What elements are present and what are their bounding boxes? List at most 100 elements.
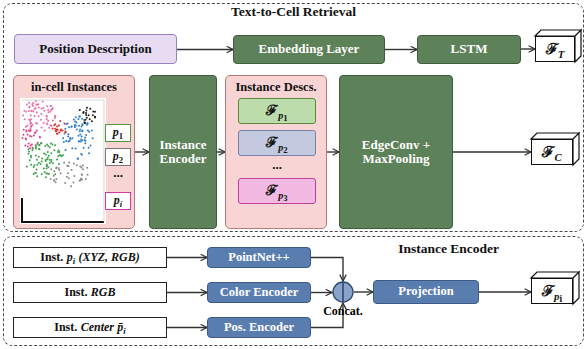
descriptor-box: ℱp3 <box>238 178 316 204</box>
node-label: in-cell Instances <box>31 80 117 94</box>
process-box: PointNet++ <box>207 247 311 268</box>
node-label: 1 <box>283 113 287 123</box>
node-text: Concat. <box>323 305 363 318</box>
node-text: Instance Descs. <box>226 81 326 95</box>
input-box: Inst.Centerp̄i <box>13 317 167 338</box>
node-label: Concat. <box>323 304 363 318</box>
arrow-connector <box>311 258 343 282</box>
process-box: Color Encoder <box>207 282 311 303</box>
node-label: p <box>113 149 119 163</box>
node-label: Inst. <box>64 285 87 299</box>
input-box: Inst. RGB <box>13 282 167 303</box>
concat-symbol <box>332 281 354 303</box>
node-label: 3 <box>283 193 287 203</box>
node-text: PointNet++ <box>228 251 289 265</box>
node-label: LSTM <box>451 41 488 56</box>
node-text: Instance Encoder <box>150 138 216 167</box>
arrow-connector <box>453 151 531 152</box>
node-text: ℱC <box>542 144 561 161</box>
instance-panel: in-cell Instancesp1p2pi... <box>13 75 135 229</box>
instance-tag: p1 <box>105 124 131 142</box>
ellipsis-label: ... <box>105 165 131 181</box>
output-cube: ℱpi <box>531 278 573 304</box>
node-label: (XYZ, RGB) <box>78 250 139 264</box>
process-box: EdgeConv + MaxPooling <box>339 75 453 229</box>
process-box: LSTM <box>417 35 521 64</box>
node-label: p <box>554 290 559 302</box>
node-text: ℱp2 <box>266 135 287 150</box>
node-text: Instance Encoder <box>398 242 499 257</box>
node-label: i <box>123 326 125 336</box>
node-label: Instance Descs. <box>235 80 316 94</box>
arrow-connector <box>217 151 225 152</box>
node-text: ℱpi <box>542 283 562 300</box>
node-text: Embedding Layer <box>259 42 360 56</box>
node-label: ℱ <box>266 103 278 118</box>
process-box: Projection <box>373 280 479 304</box>
node-label: Text-to-Cell Retrieval <box>231 4 356 19</box>
node-text: LSTM <box>451 42 488 56</box>
node-label: i <box>73 256 75 266</box>
node-label: PointNet++ <box>228 250 289 264</box>
node-text: Position Description <box>39 42 151 56</box>
node-text: Inst.pi(XYZ, RGB) <box>40 251 139 264</box>
node-text: ℱp3 <box>266 183 287 198</box>
arrow-connector <box>521 48 535 49</box>
concat-node: Concat. <box>332 281 354 303</box>
arrow-connector <box>311 292 332 293</box>
arrow-connector <box>327 151 339 152</box>
process-box: Instance Encoder <box>149 75 217 229</box>
node-label: Instance Encoder <box>398 241 499 256</box>
input-box: Inst.pi(XYZ, RGB) <box>13 247 167 268</box>
node-text: in-cell Instances <box>14 81 134 95</box>
output-cube: ℱC <box>531 139 573 165</box>
node-label: 1 <box>119 131 123 141</box>
node-text: EdgeConv + MaxPooling <box>340 138 452 167</box>
arrow-connector <box>135 151 149 152</box>
node-label: Inst. <box>40 250 63 264</box>
ellipsis-label: ... <box>238 157 316 173</box>
node-label: p <box>113 125 119 139</box>
node-text: Pos. Encoder <box>224 321 294 335</box>
node-text: pi <box>114 194 122 207</box>
input-box: Position Description <box>14 34 177 64</box>
node-text: ℱp1 <box>266 103 287 118</box>
node-label: Center <box>81 320 114 334</box>
descriptor-box: ℱp1 <box>238 98 316 124</box>
process-box: Pos. Encoder <box>207 317 311 338</box>
node-label: C <box>554 151 561 163</box>
instance-tag: pi <box>105 192 131 210</box>
arrow-connector <box>177 49 233 50</box>
node-label: p <box>278 190 283 201</box>
node-label: Color Encoder <box>220 285 299 299</box>
node-label: p̄ <box>117 320 123 334</box>
point-cloud <box>20 98 106 224</box>
descriptor-box: ℱp2 <box>238 130 316 156</box>
region-frame: Instance EncoderInst.pi(XYZ, RGB)PointNe… <box>3 236 584 346</box>
node-label: Pos. Encoder <box>224 320 294 334</box>
node-label: p <box>278 110 283 121</box>
node-text: p1 <box>113 126 123 139</box>
node-label: ℱ <box>546 41 558 57</box>
node-label: Position Description <box>39 41 151 56</box>
node-label: ℱ <box>266 135 278 150</box>
arrow-connector <box>385 49 417 50</box>
arrow-connector <box>354 291 373 292</box>
node-text: Text-to-Cell Retrieval <box>4 5 583 20</box>
node-label: RGB <box>91 285 116 299</box>
node-label: 2 <box>283 145 287 155</box>
node-label: 2 <box>119 155 123 165</box>
arrow-connector <box>167 327 207 328</box>
node-text: p2 <box>113 150 123 163</box>
node-label: EdgeConv + MaxPooling <box>362 137 430 166</box>
node-text: Inst. RGB <box>64 286 115 299</box>
node-label: ℱ <box>542 144 554 160</box>
arrow-connector <box>479 291 531 292</box>
node-label: p <box>278 142 283 153</box>
node-text: ℱT <box>546 41 565 58</box>
region-frame: Text-to-Cell RetrievalPosition Descripti… <box>3 3 584 232</box>
arrow-connector <box>167 257 207 258</box>
instance-tag: p2 <box>105 148 131 166</box>
node-label: i <box>120 199 122 209</box>
